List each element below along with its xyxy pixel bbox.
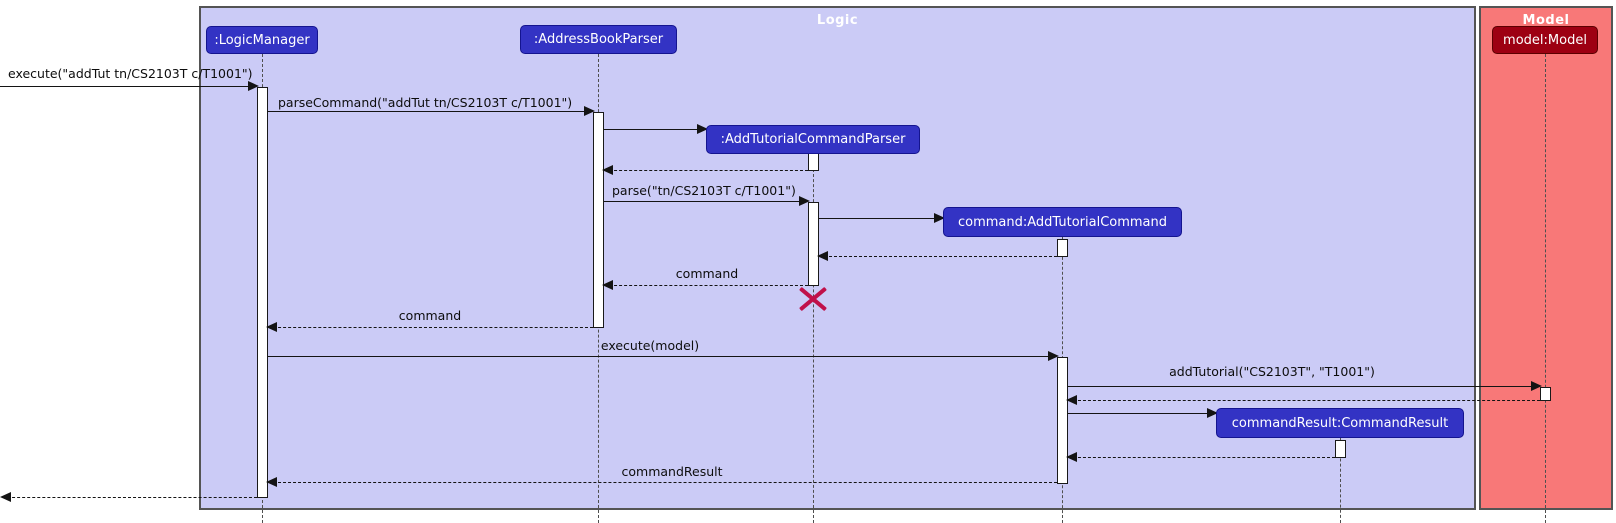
arrow-command-return-to-parser [602,280,808,290]
activation-command-create [1057,239,1068,257]
model-frame-title: Model [1522,13,1570,28]
activation-parser-parse [808,202,819,286]
arrow-command-return-to-logic-manager [266,322,593,332]
arrow-create-command-return [817,251,1057,261]
arrow-execute-model [268,351,1059,361]
participant-add-tutorial-command: command:AddTutorialCommand [943,207,1182,237]
arrow-create-command-result [1068,408,1218,418]
label-command-result-return: commandResult [621,464,723,479]
arrow-parse [604,196,810,206]
arrow-command-result-return [266,477,1057,487]
activation-address-book-parser [593,112,604,328]
participant-add-tutorial-command-parser: :AddTutorialCommandParser [706,125,920,154]
arrow-final-return [0,492,257,502]
destroy-x-icon [799,285,827,312]
participant-model: model:Model [1492,26,1598,54]
model-frame: Model [1479,6,1613,510]
participant-logic-manager: :LogicManager [206,26,318,54]
arrow-execute-request [0,81,259,91]
arrow-parse-command [268,106,595,116]
activation-command-result [1335,440,1346,458]
activation-logic-manager [257,87,268,498]
activation-model [1540,387,1551,401]
arrow-add-tutorial-return [1066,395,1540,405]
lifeline-add-tutorial-command-parser [813,154,814,523]
lifeline-model [1545,54,1546,523]
arrow-create-command-result-return [1066,452,1335,462]
label-execute-request: execute("addTut tn/CS2103T c/T1001") [8,66,253,81]
arrow-create-command [819,213,945,223]
label-command-return-2: command [398,308,462,323]
label-parse-command: parseCommand("addTut tn/CS2103T c/T1001"… [278,95,573,110]
label-execute-model: execute(model) [600,338,700,353]
logic-frame-title: Logic [816,13,859,28]
arrow-create-parser [604,124,708,134]
activation-command-execute [1057,357,1068,484]
label-command-return-1: command [675,266,739,281]
arrow-create-parser-return [602,165,808,175]
activation-parser-create [808,153,819,171]
participant-command-result: commandResult:CommandResult [1216,408,1464,438]
lifeline-command-result [1340,438,1341,523]
arrow-add-tutorial [1068,381,1542,391]
participant-address-book-parser: :AddressBookParser [520,25,677,54]
label-add-tutorial: addTutorial("CS2103T", "T1001") [1169,364,1375,379]
label-parse: parse("tn/CS2103T c/T1001") [612,183,796,198]
